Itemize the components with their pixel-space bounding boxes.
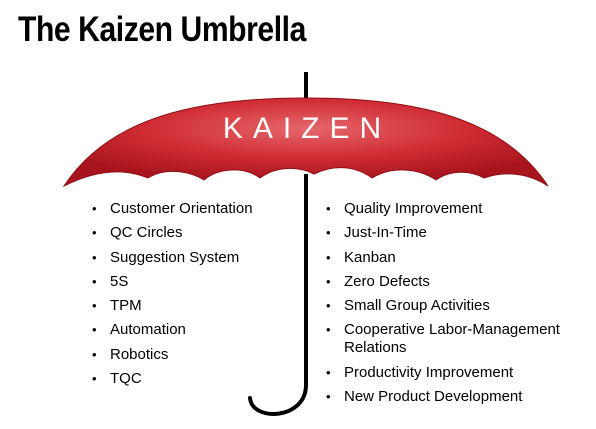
list-item-label: Small Group Activities bbox=[344, 297, 490, 315]
bullet-icon: • bbox=[92, 249, 97, 265]
bullet-icon: • bbox=[326, 201, 331, 216]
list-item: • Zero Defects bbox=[322, 273, 562, 291]
list-item-label: Suggestion System bbox=[110, 248, 240, 266]
bullet-icon: • bbox=[92, 322, 97, 338]
list-item: • Robotics bbox=[88, 346, 308, 364]
bullet-icon: • bbox=[92, 346, 97, 362]
bullet-icon: • bbox=[326, 249, 331, 265]
bullet-icon: • bbox=[92, 273, 97, 289]
list-item: • Productivity Improvement bbox=[322, 364, 562, 382]
bullet-icon: • bbox=[326, 225, 331, 241]
list-item-label: New Product Development bbox=[344, 388, 523, 406]
list-item: • Small Group Activities bbox=[322, 297, 562, 315]
list-item-label: Robotics bbox=[110, 345, 169, 363]
list-item-label: Just-In-Time bbox=[344, 224, 427, 242]
list-item-label: Quality Improvement bbox=[344, 200, 483, 217]
list-item-label: TPM bbox=[110, 297, 142, 315]
list-item: • Kanban bbox=[322, 249, 562, 267]
list-item-label: Kanban bbox=[344, 248, 396, 266]
right-items-list: • Quality Improvement • Just-In-Time • Kanb… bbox=[322, 200, 562, 412]
list-item-label: QC Circles bbox=[110, 224, 183, 242]
bullet-icon: • bbox=[92, 371, 97, 387]
bullet-icon: • bbox=[92, 225, 97, 241]
list-item: • New Product Development bbox=[322, 388, 562, 406]
list-item: • TPM bbox=[88, 297, 308, 315]
left-items-list: • Customer Orientation • QC Circles • Sugge… bbox=[88, 200, 308, 394]
bullet-icon: • bbox=[92, 201, 97, 216]
umbrella-handle bbox=[248, 383, 308, 416]
list-item-label: Customer Orientation bbox=[110, 200, 253, 217]
list-item-label: Cooperative Labor-Management Relations bbox=[344, 321, 560, 357]
list-item: • Automation bbox=[88, 321, 308, 339]
list-item-label: Automation bbox=[110, 321, 186, 339]
list-item-label: Productivity Improvement bbox=[344, 363, 514, 381]
list-item: • 5S bbox=[88, 273, 308, 291]
bullet-icon: • bbox=[326, 389, 331, 405]
bullet-icon: • bbox=[92, 298, 97, 314]
list-item: • Suggestion System bbox=[88, 249, 308, 267]
bullet-icon: • bbox=[326, 273, 331, 289]
page-title: The Kaizen Umbrella bbox=[18, 10, 306, 49]
list-item-label: Zero Defects bbox=[344, 272, 430, 290]
list-item: • TQC bbox=[88, 370, 308, 388]
list-item-label: 5S bbox=[110, 272, 129, 290]
list-item-label: TQC bbox=[110, 370, 142, 388]
list-item: • Quality Improvement bbox=[322, 200, 562, 218]
umbrella-canopy bbox=[62, 97, 549, 188]
bullet-icon: • bbox=[326, 322, 331, 338]
bullet-icon: • bbox=[326, 298, 331, 314]
bullet-icon: • bbox=[326, 364, 331, 380]
list-item: • Customer Orientation bbox=[88, 200, 308, 218]
kaizen-label: KAIZEN bbox=[222, 112, 392, 145]
list-item: • Just-In-Time bbox=[322, 224, 562, 242]
list-item: • Cooperative Labor-Management Relations bbox=[322, 321, 562, 357]
list-item: • QC Circles bbox=[88, 224, 308, 242]
